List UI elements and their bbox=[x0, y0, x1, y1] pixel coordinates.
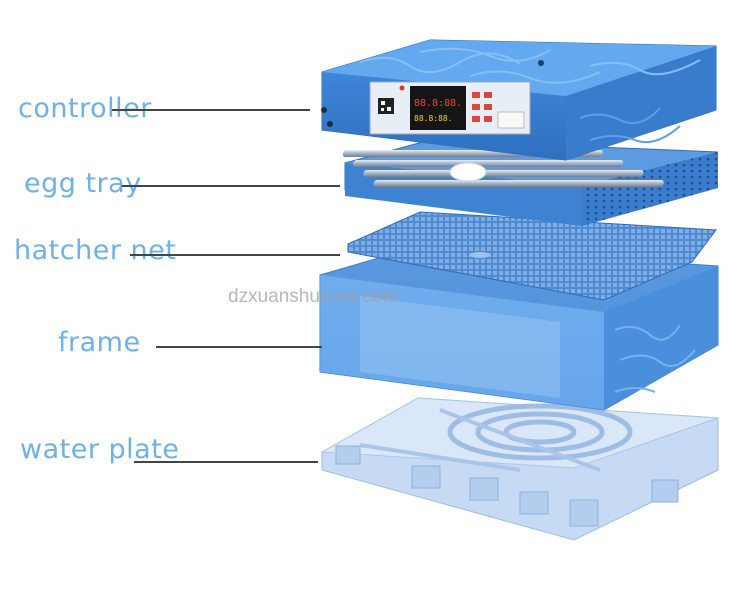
control-panel: 88.8:88. 88.8:88. bbox=[369, 81, 531, 135]
lid-controller: 88.8:88. 88.8:88. bbox=[321, 39, 717, 161]
display-readout-bottom: 88.8:88. bbox=[414, 114, 453, 123]
label-egg-tray: egg tray bbox=[24, 168, 142, 199]
leader-line-hatcher-net bbox=[130, 254, 340, 256]
water-plate bbox=[320, 397, 719, 541]
control-button-icon bbox=[472, 92, 492, 122]
leader-line-egg-tray bbox=[122, 185, 340, 187]
leader-line-frame bbox=[156, 346, 322, 348]
watermark: dzxuanshuo.en.com bbox=[228, 286, 399, 307]
label-controller: controller bbox=[18, 93, 152, 124]
lcd-display bbox=[410, 86, 466, 130]
leader-line-water-plate bbox=[134, 461, 318, 463]
leader-line-controller bbox=[112, 109, 310, 111]
egg-rollers bbox=[342, 150, 664, 187]
hatcher-net bbox=[347, 211, 717, 301]
label-water-plate: water plate bbox=[20, 434, 180, 465]
display-readout-top: 88.8:88. bbox=[414, 98, 462, 109]
label-hatcher-net: hatcher net bbox=[14, 235, 177, 266]
qr-code-icon bbox=[378, 98, 394, 114]
egg-tray bbox=[342, 139, 719, 226]
label-frame: frame bbox=[58, 327, 141, 358]
